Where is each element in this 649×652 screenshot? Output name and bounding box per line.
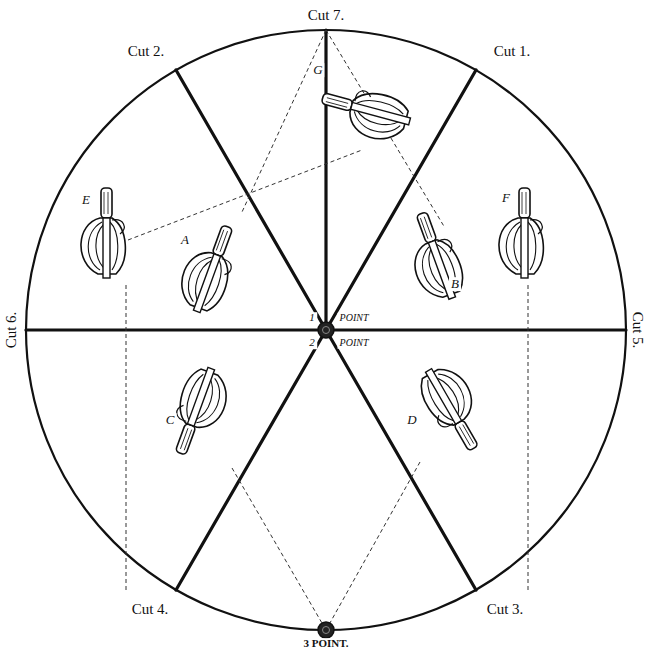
hilt-letter: E [80, 193, 92, 207]
cut-label: Cut 2. [126, 44, 167, 60]
hilt-letter: B [449, 277, 461, 291]
point-label: 3 POINT. [301, 638, 350, 650]
hilt-letter: F [500, 191, 512, 205]
point-number: 1 [307, 312, 317, 324]
hilt-letter: D [405, 413, 418, 427]
hilt-letter: C [164, 413, 177, 427]
hilt-letter: G [311, 63, 324, 77]
point-label: POINT [338, 338, 371, 349]
point-label: POINT [338, 313, 371, 324]
point-number: 2 [307, 337, 317, 349]
hilt-letter: A [179, 233, 191, 247]
cut-label: Cut 6. [4, 310, 20, 351]
cut-label: Cut 5. [629, 310, 645, 351]
cut-label: Cut 7. [306, 8, 347, 24]
cut-label: Cut 4. [130, 602, 171, 618]
cut-label: Cut 3. [485, 602, 526, 618]
cut-label: Cut 1. [492, 44, 533, 60]
